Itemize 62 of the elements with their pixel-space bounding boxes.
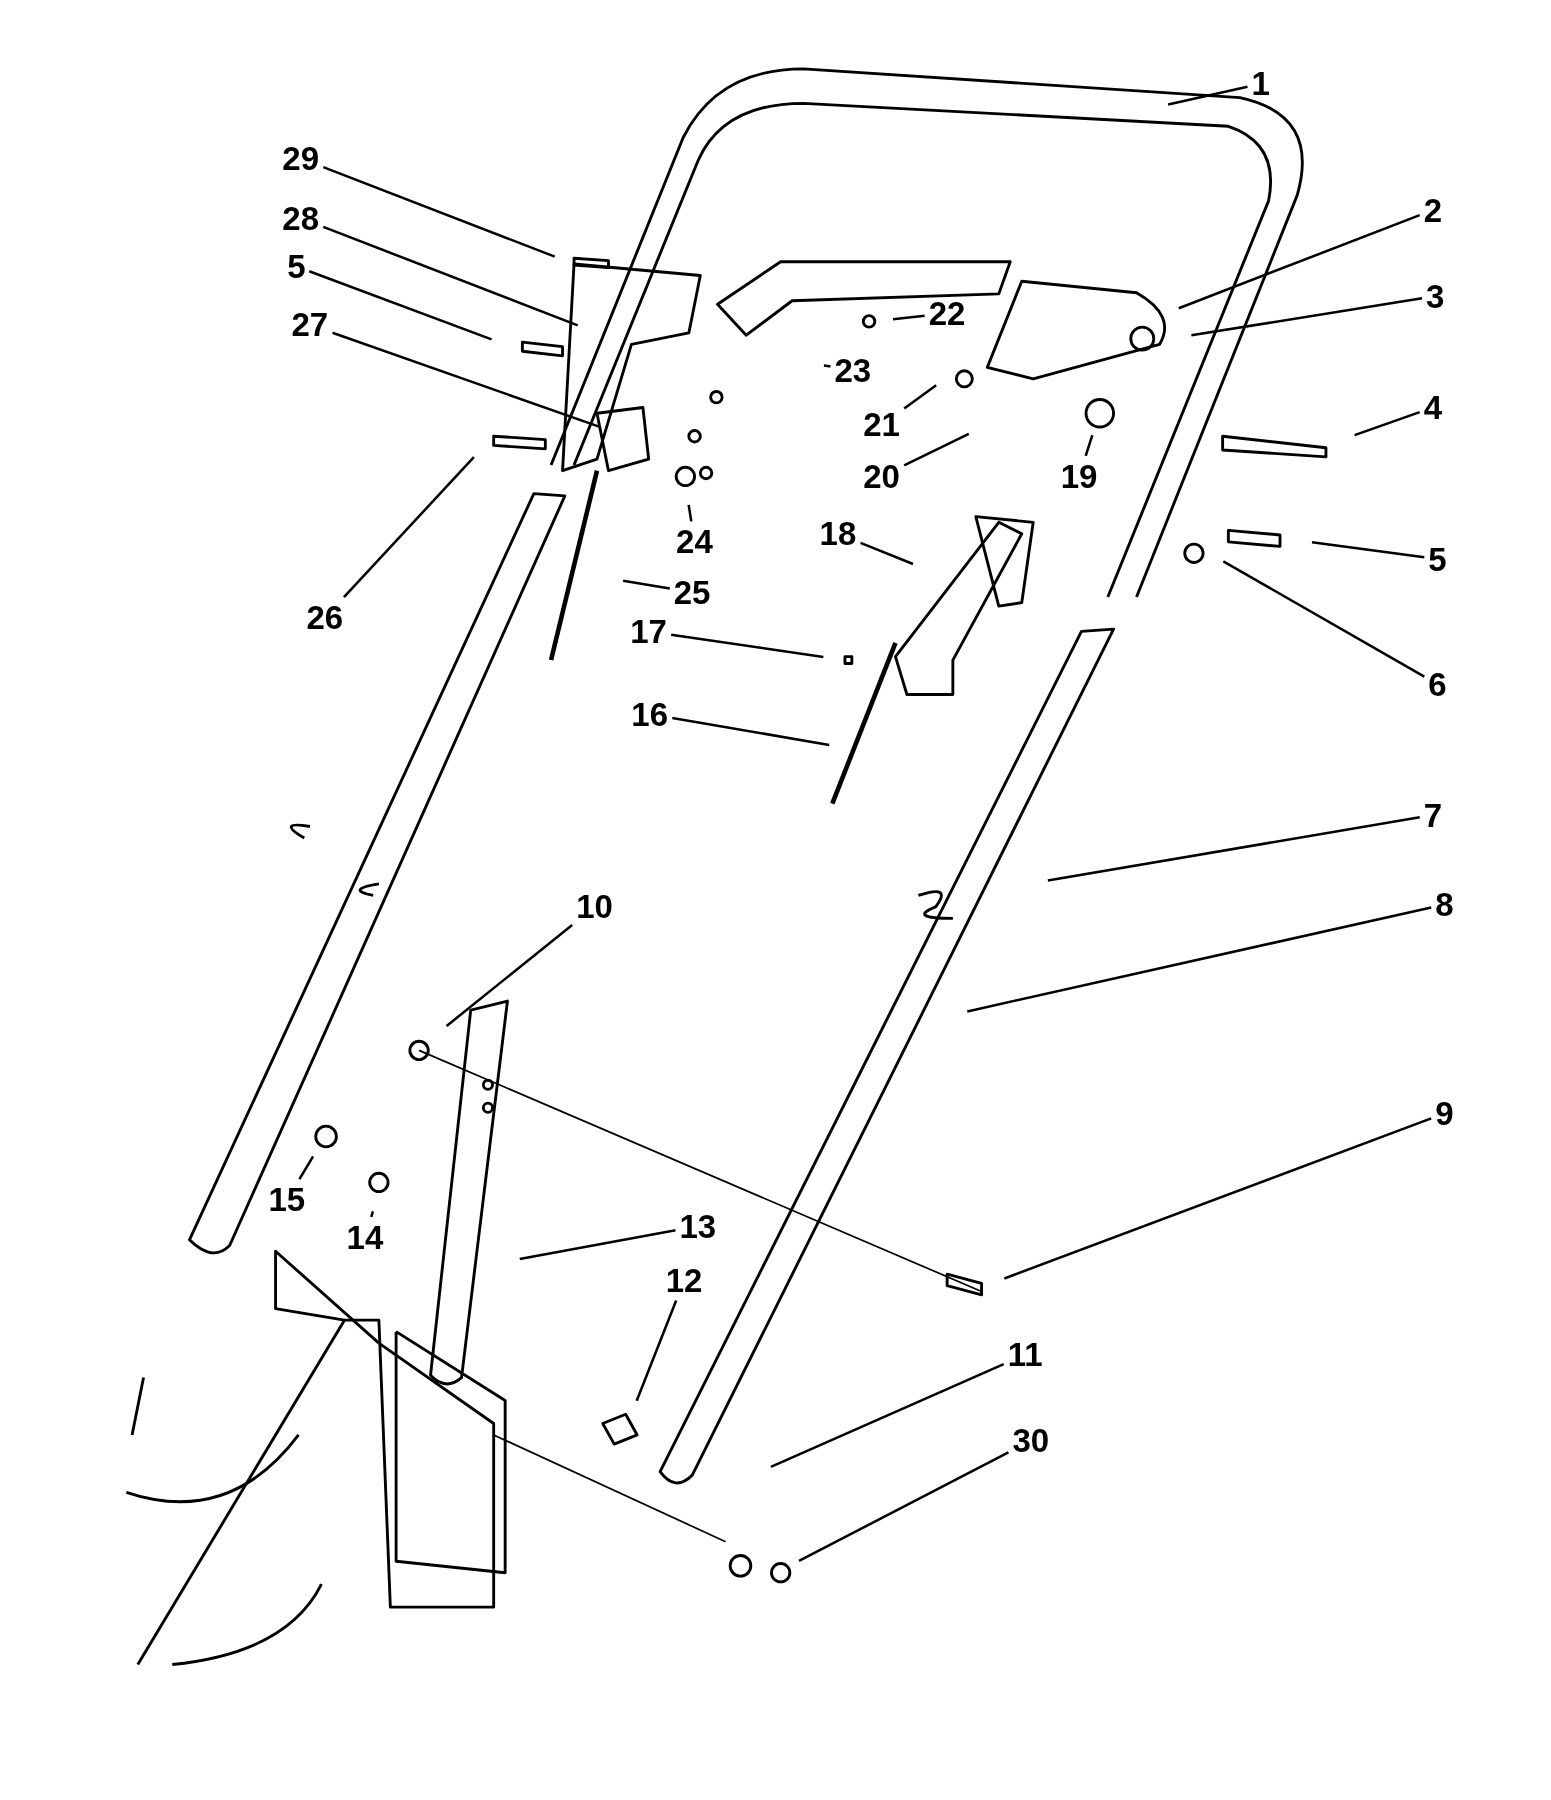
leader-line [370,1211,375,1218]
leader-line [308,270,492,341]
callout-number: 11 [1007,1338,1043,1372]
callout-number: 12 [665,1263,703,1297]
leader-line [903,432,970,467]
callout-number: 18 [819,517,857,551]
callout-number: 3 [1426,279,1445,313]
leader-line [1047,816,1420,882]
leader-line [322,165,556,258]
leader-line [1311,541,1425,559]
callout-number: 5 [287,249,306,283]
leader-line [798,1451,1009,1563]
leader-line [823,364,831,368]
callout-number: 10 [576,890,613,924]
callout-number: 24 [676,525,713,559]
callout-number: 26 [306,601,344,635]
callout-number: 20 [863,459,900,493]
callout-number: 5 [1428,542,1447,576]
callout-number: 14 [346,1221,384,1255]
leader-line [1084,434,1094,457]
leader-line [1003,1117,1432,1280]
leader-line [622,579,670,590]
callout-number: 4 [1423,391,1443,425]
callout-number: 27 [291,308,329,342]
leader-line [332,331,601,429]
callout-number: 21 [863,408,900,442]
leader-line [445,924,573,1027]
leader-line [519,1228,676,1261]
leader-line [298,1155,315,1180]
leader-line [635,1300,678,1402]
callout-number: 19 [1060,459,1098,493]
leader-line [1222,560,1425,678]
leader-line [770,1362,1005,1468]
callout-number: 13 [679,1209,717,1243]
callout-number: 16 [631,697,668,731]
callout-number: 1 [1251,67,1270,101]
leader-line [1178,213,1421,310]
leader-line [1354,410,1421,437]
leader-line [670,633,824,659]
leader-line [967,906,1432,1013]
callout-number: 23 [834,354,872,388]
leader-line [1191,297,1423,337]
leader-line [860,541,914,566]
callout-number: 25 [673,575,711,609]
leader-line [903,384,937,410]
leader-line [343,456,475,598]
callout-number: 15 [268,1183,306,1217]
callout-number: 8 [1435,888,1454,922]
callout-number: 6 [1428,667,1447,701]
leader-line [892,314,925,321]
callout-number: 22 [928,296,966,330]
callout-number: 2 [1423,193,1443,227]
callout-number: 30 [1012,1424,1050,1458]
leader-line [1167,85,1248,106]
leader-line [687,504,693,522]
leader-line [672,716,830,747]
callout-number: 17 [630,614,667,648]
callout-number: 28 [282,201,319,235]
callout-number: 7 [1423,798,1443,832]
callout-number: 9 [1435,1097,1454,1131]
leader-line [322,225,579,327]
callout-number: 29 [282,141,319,175]
